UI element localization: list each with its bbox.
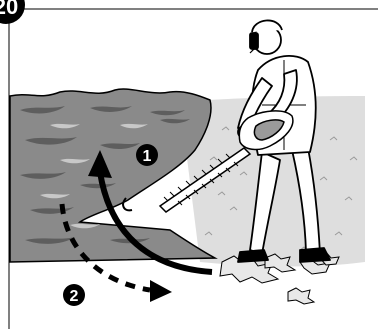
figure-number-badge: 20 bbox=[0, 0, 25, 24]
figure-number: 20 bbox=[0, 0, 18, 19]
step-2-badge: 2 bbox=[63, 284, 85, 306]
hedge-icon bbox=[10, 89, 215, 262]
step-2-label: 2 bbox=[70, 288, 79, 305]
step-1-badge: 1 bbox=[136, 144, 158, 166]
step-1-label: 1 bbox=[143, 148, 152, 165]
